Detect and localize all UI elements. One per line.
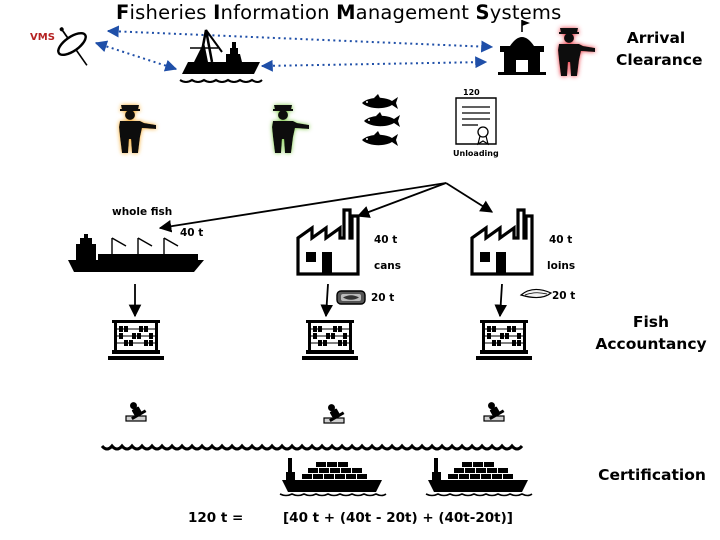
stamp-icon [482, 398, 506, 422]
section-certification: Certification [598, 466, 706, 484]
section-fish-line2: Accountancy [595, 335, 707, 353]
arrow-to-cannery [356, 182, 447, 218]
cannery-quantity: 40 t [374, 234, 398, 246]
factory-icon-loins [470, 208, 534, 276]
cans-label: cans [374, 260, 402, 272]
vms-port-link [106, 25, 494, 53]
loin-output: 20 t [552, 290, 576, 302]
vms-vessel-link [94, 40, 178, 72]
document-icon [455, 97, 497, 146]
sea-wave [100, 443, 524, 451]
factory-icon-cannery [296, 208, 360, 276]
section-arrival-line1: Arrival [626, 29, 686, 47]
whole-fish-label: whole fish [112, 206, 173, 218]
loins-label: loins [547, 260, 576, 272]
cannery-output: 20 t [371, 292, 395, 304]
cargo-ship-icon [68, 234, 204, 272]
loin-icon [519, 288, 553, 299]
formula-total: 120 t = [188, 510, 244, 526]
flow-down-arrows [128, 283, 507, 318]
arrow-to-carrier [158, 182, 447, 233]
loin-factory-quantity: 40 t [549, 234, 573, 246]
document-number: 120 [463, 88, 480, 97]
stamp-icon [124, 398, 148, 422]
arrow-cannery-down [320, 283, 333, 318]
communication-links [94, 25, 494, 72]
vessel-port-link [260, 56, 488, 72]
officer-icon-port [558, 28, 595, 76]
tuna-icon [362, 94, 398, 109]
abacus-icon [107, 319, 165, 361]
abacus-icon [475, 319, 533, 361]
container-ship-icon [425, 457, 533, 497]
carrier-quantity: 40 t [180, 227, 204, 239]
distribution-arrows [158, 182, 494, 233]
vms-label: VMS [30, 32, 55, 43]
section-fish-line1: Fish [632, 313, 670, 331]
satellite-icon [57, 27, 88, 66]
arrow-loins-down [494, 283, 507, 318]
arrow-to-loin-factory [445, 182, 494, 213]
tin-can-icon [336, 290, 366, 305]
section-arrival-clearance: Arrival Clearance [616, 27, 703, 71]
section-fish-accountancy: Fish Accountancy [591, 311, 711, 355]
container-ship-icon [279, 457, 387, 497]
stamp-icon [322, 400, 346, 424]
unloading-label: Unloading [453, 149, 499, 158]
tuna-icon [362, 131, 398, 146]
abacus-icon [301, 319, 359, 361]
officer-icon-inspector [119, 105, 156, 153]
fishing-vessel-icon [179, 29, 263, 83]
tuna-icon [364, 112, 400, 127]
formula-breakdown: [40 t + (40t - 20t) + (40t-20t)] [283, 510, 513, 526]
officer-icon-observer [272, 105, 309, 153]
port-authority-icon [498, 20, 546, 75]
section-arrival-line2: Clearance [616, 51, 703, 69]
page-title: Fisheries Information Management Systems [116, 1, 562, 24]
